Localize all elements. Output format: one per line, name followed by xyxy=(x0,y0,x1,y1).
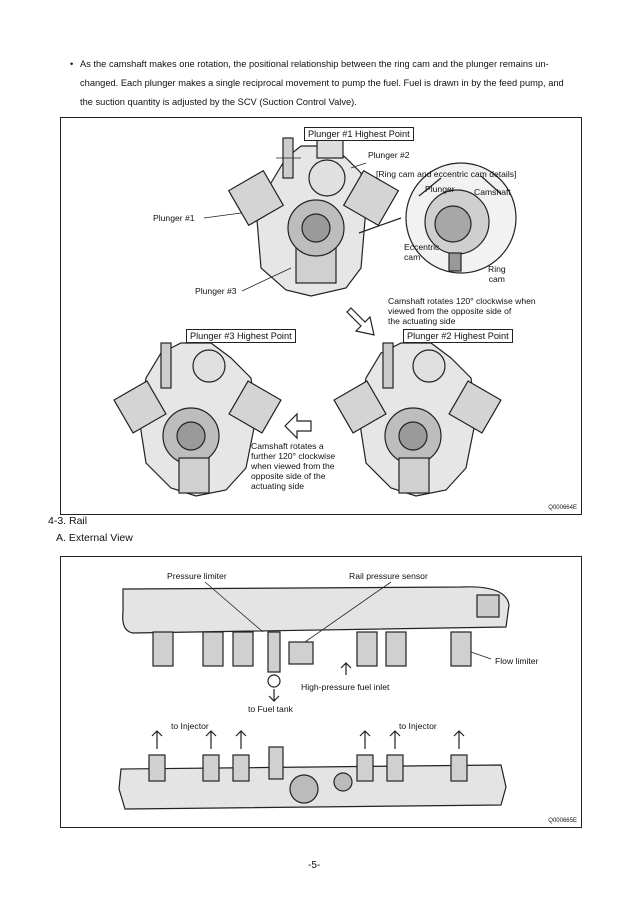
pump-left-drawing xyxy=(113,342,282,497)
rotation-note-2-line3: when viewed from the xyxy=(251,461,335,471)
figure2-code: Q000665E xyxy=(548,818,577,824)
label-pressure-limiter: Pressure limiter xyxy=(167,571,227,581)
section-heading: 4-3. Rail xyxy=(48,515,88,527)
detail-circle-drawing xyxy=(358,162,517,274)
detail-ring-cam: Ring cam xyxy=(488,264,506,284)
intro-line-1: As the camshaft makes one rotation, the … xyxy=(80,59,549,69)
label-plunger3: Plunger #3 xyxy=(195,286,237,296)
detail-ring-line1: Ring xyxy=(488,264,506,274)
rotation-note-1: Camshaft rotates 120° clockwise when vie… xyxy=(388,296,536,326)
rail-drawings xyxy=(118,581,510,810)
detail-eccentric-line2: cam xyxy=(404,252,421,262)
pump-figure: Plunger #1 Highest Point Plunger #2 [Rin… xyxy=(60,117,582,515)
label-rail-pressure-sensor: Rail pressure sensor xyxy=(349,571,428,581)
rail-figure: Pressure limiter Rail pressure sensor Fl… xyxy=(60,556,582,828)
intro-line-2: changed. Each plunger makes a single rec… xyxy=(80,78,564,88)
section-subheading: A. External View xyxy=(56,532,133,544)
detail-eccentric-line1: Eccentric xyxy=(404,242,440,252)
rotation-note-1-line1: Camshaft rotates 120° clockwise when xyxy=(388,296,536,306)
label-to-injector-left: to Injector xyxy=(171,721,209,731)
bullet: • xyxy=(70,59,74,69)
rotation-note-1-line2: viewed from the opposite side of xyxy=(388,306,512,316)
rotation-note-2-line2: further 120° clockwise xyxy=(251,451,336,461)
pump-right-drawing xyxy=(333,342,502,497)
rotation-note-2-line1: Camshaft rotates a xyxy=(251,441,324,451)
detail-title: [Ring cam and eccentric cam details] xyxy=(376,169,517,179)
rotation-note-2-line5: actuating side xyxy=(251,481,305,491)
title-plunger3-highest: Plunger #3 Highest Point xyxy=(186,329,296,343)
detail-ring-line2: cam xyxy=(488,274,505,284)
detail-plunger: Plunger xyxy=(425,184,455,194)
figure1-code: Q000664E xyxy=(548,505,577,511)
rotate-arrow-1 xyxy=(346,307,375,336)
rotation-note-2: Camshaft rotates a further 120° clockwis… xyxy=(251,441,335,491)
pump-top-drawing xyxy=(227,137,400,297)
intro-line-3: the suction quantity is adjusted by the … xyxy=(80,97,357,107)
label-plunger1: Plunger #1 xyxy=(153,213,195,223)
title-plunger1-highest: Plunger #1 Highest Point xyxy=(304,127,414,141)
rail-top-drawing xyxy=(122,581,510,702)
label-to-injector-right: to Injector xyxy=(399,721,437,731)
title-plunger2-highest: Plunger #2 Highest Point xyxy=(403,329,513,343)
rail-bottom-drawing xyxy=(118,730,507,810)
rotation-note-2-line4: opposite side of the xyxy=(251,471,326,481)
detail-eccentric-cam: Eccentric cam xyxy=(404,242,439,262)
label-hp-fuel-inlet: High-pressure fuel inlet xyxy=(301,682,390,692)
rotate-arrow-2 xyxy=(284,412,312,440)
pump-drawings xyxy=(113,137,517,497)
label-to-fuel-tank: to Fuel tank xyxy=(248,704,293,714)
rotation-note-1-line3: the actuating side xyxy=(388,316,456,326)
page-number: -5- xyxy=(308,860,321,871)
label-plunger2: Plunger #2 xyxy=(368,150,410,160)
detail-camshaft: Camshaft xyxy=(474,187,511,197)
label-flow-limiter: Flow limiter xyxy=(495,656,539,666)
